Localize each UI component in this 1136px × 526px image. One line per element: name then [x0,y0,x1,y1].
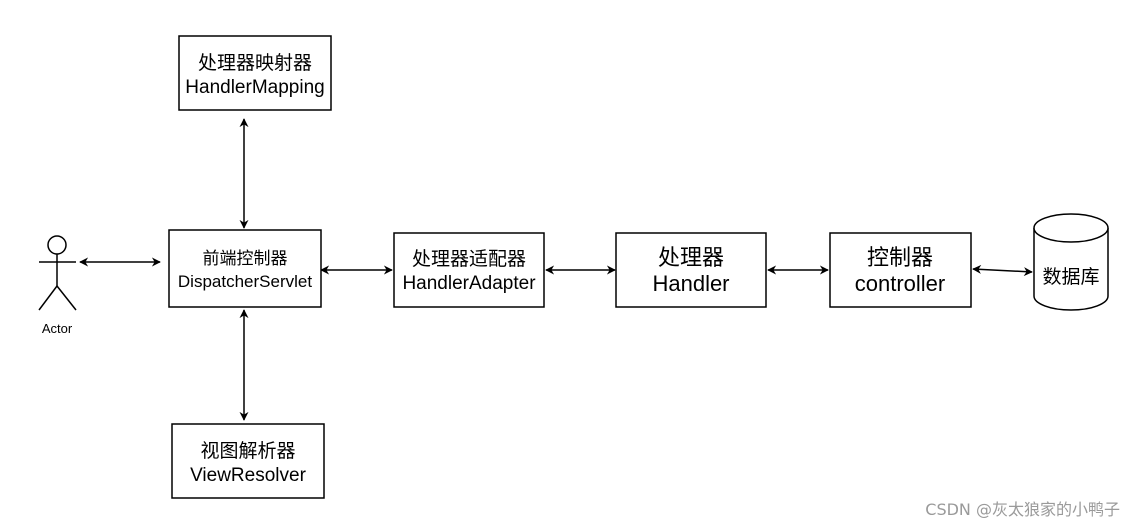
connectors [79,118,1033,421]
actor-head-icon [47,235,67,255]
controller-box: 控制器 controller [829,232,972,308]
dispatcher-title-en: DispatcherServlet [178,272,312,291]
dispatcher-box: 前端控制器 DispatcherServlet [168,229,322,308]
actor [38,235,77,311]
handler-title-cn: 处理器 [658,245,724,270]
handler-mapping-title-en: HandlerMapping [185,77,324,98]
view-resolver-title-en: ViewResolver [190,465,306,486]
view-resolver-title-cn: 视图解析器 [200,440,295,462]
watermark-text: CSDN @灰太狼家的小鸭子 [925,500,1120,519]
handler-adapter-box: 处理器适配器 HandlerAdapter [393,232,545,308]
controller-title-en: controller [855,271,945,296]
dispatcher-title-cn: 前端控制器 [203,249,288,268]
connector-controller-database [972,264,1033,277]
handler-title-en: Handler [652,271,729,296]
database-label: 数据库 [1042,266,1099,288]
database-cylinder [1033,213,1109,311]
handler-box: 处理器 Handler [615,232,767,308]
view-resolver-box: 视图解析器 ViewResolver [171,423,325,499]
actor-label: Actor [42,321,73,336]
handler-mapping-title-cn: 处理器映射器 [198,52,312,74]
handler-adapter-title-en: HandlerAdapter [402,273,536,294]
controller-title-cn: 控制器 [867,245,933,270]
handler-adapter-title-cn: 处理器适配器 [412,248,526,270]
handler-mapping-box: 处理器映射器 HandlerMapping [178,35,332,111]
